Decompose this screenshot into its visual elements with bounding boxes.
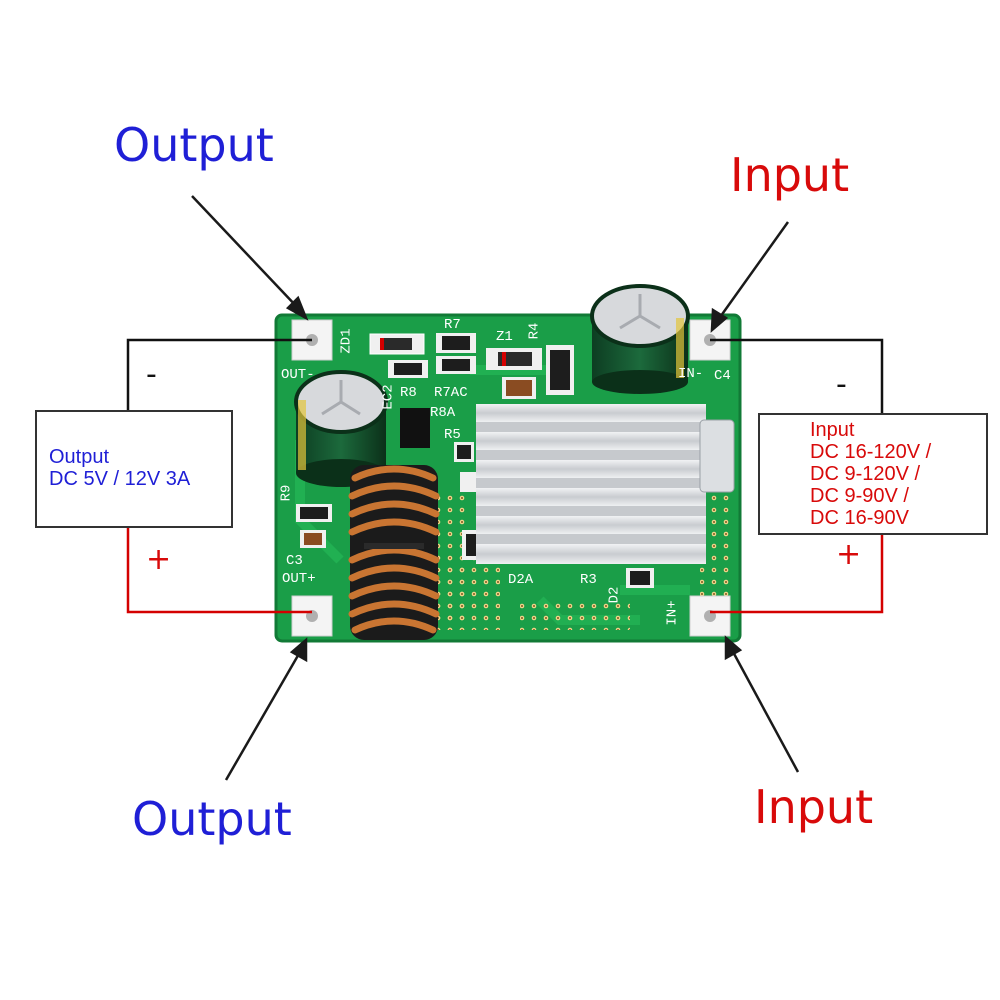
smd-components [296,333,654,588]
label-c4: C4 [714,368,731,384]
wire-input-positive [710,535,884,614]
callout-output-top: Output [114,118,274,172]
label-r8a: R8A [430,405,456,421]
label-r7ac: R7AC [434,385,468,401]
left-plus-sign: + [146,542,172,577]
input-box-title: Input [810,419,855,441]
output-box-title: Output [49,446,110,468]
label-zd1: ZD1 [338,328,355,354]
heatsink [476,404,735,564]
label-z1: Z1 [496,329,513,345]
callout-input-top: Input [730,148,850,202]
right-minus-sign: - [836,367,847,402]
input-box-spec-3: DC 9-90V / [810,485,909,507]
callout-arrows [191,195,800,781]
label-r3: R3 [580,572,597,588]
left-minus-sign: - [146,357,157,392]
input-box-spec-2: DC 9-120V / [810,463,921,485]
wire-input-negative [710,338,884,413]
label-in-plus: IN+ [664,600,681,626]
wire-output-negative [126,338,312,413]
label-out-minus: OUT- [281,367,315,383]
label-r5: R5 [444,427,461,443]
callout-input-bottom: Input [754,780,874,834]
output-spec-box: Output DC 5V / 12V 3A [35,410,233,528]
label-r8: R8 [400,385,417,401]
label-r7: R7 [444,317,461,333]
wire-output-positive [126,528,312,614]
input-box-spec-4: DC 16-90V [810,507,909,529]
wires [126,338,884,614]
label-ec2: EC2 [380,384,397,410]
input-spec-box: Input DC 16-120V / DC 9-120V / DC 9-90V … [758,413,988,535]
label-c3: C3 [286,553,303,569]
right-plus-sign: + [836,537,862,572]
label-r4: R4 [526,322,543,340]
label-in-minus: IN- [678,366,704,382]
callout-output-bottom: Output [132,792,292,846]
input-box-spec-1: DC 16-120V / [810,441,932,463]
output-box-spec: DC 5V / 12V 3A [49,468,191,490]
label-d2: D2 [606,586,623,604]
input-capacitor [590,284,690,394]
toroid-inductor [348,465,440,640]
label-r9: R9 [278,484,295,502]
label-out-plus: OUT+ [282,571,316,587]
label-d2a: D2A [508,572,534,588]
